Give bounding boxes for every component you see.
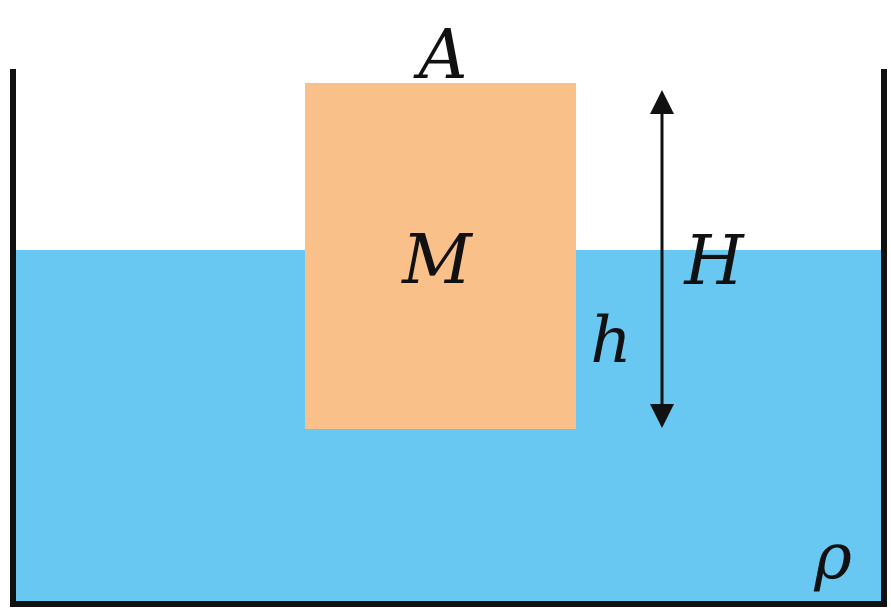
mass-label: M — [400, 221, 474, 300]
fluid-density-label: ρ — [813, 520, 852, 594]
arrowhead-down-icon — [650, 404, 674, 428]
floating-block — [305, 83, 576, 429]
arrowhead-up-icon — [650, 90, 674, 114]
block-height-label: H — [682, 222, 745, 301]
area-label: A — [412, 16, 467, 95]
height-arrow — [650, 90, 674, 428]
submerged-depth-label: h — [590, 304, 631, 378]
container — [10, 69, 887, 607]
